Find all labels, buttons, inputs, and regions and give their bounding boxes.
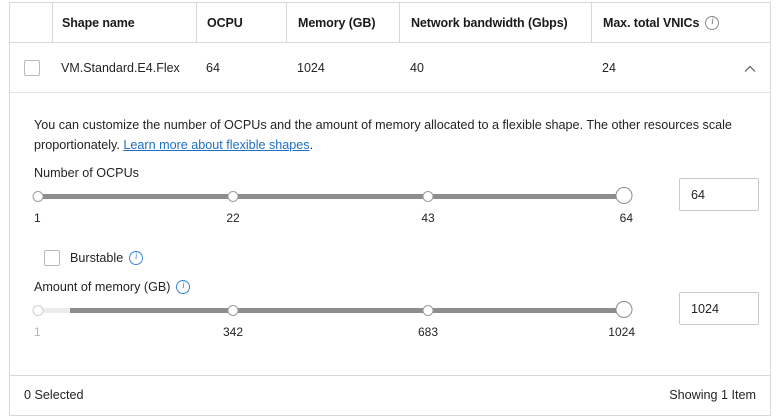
table-row[interactable]: VM.Standard.E4.Flex 64 1024 40 24 xyxy=(10,43,770,93)
memory-slider-track[interactable] xyxy=(34,308,630,313)
row-select-checkbox[interactable] xyxy=(24,60,40,76)
table-header-network-bandwidth-label: Network bandwidth (Gbps) xyxy=(411,16,568,30)
burstable-label: Burstable xyxy=(70,251,124,265)
cell-memory: 1024 xyxy=(297,61,325,75)
memory-slider-thumb[interactable] xyxy=(615,301,633,318)
ocpu-slider-thumb[interactable] xyxy=(615,187,633,204)
flex-shape-detail-panel: You can customize the number of OCPUs an… xyxy=(10,93,770,376)
ocpu-slider-label: Number of OCPUs xyxy=(34,165,750,181)
memory-slider-label-text: Amount of memory (GB) xyxy=(34,280,171,294)
learn-more-link[interactable]: Learn more about flexible shapes xyxy=(123,138,310,152)
memory-slider-track-disabled xyxy=(34,308,70,313)
selected-count-label: 0 Selected xyxy=(24,388,84,402)
ocpu-slider-tick-label-0: 1 xyxy=(34,211,41,225)
table-header-max-total-vnics[interactable]: Max. total VNICs i xyxy=(591,3,772,43)
memory-slider-tick-0 xyxy=(32,305,44,316)
ocpu-slider-tick-0 xyxy=(32,191,44,202)
memory-slider-tick-2 xyxy=(422,305,434,316)
memory-slider-tick-label-0: 1 xyxy=(34,325,41,339)
cell-ocpu: 64 xyxy=(206,61,220,75)
ocpu-slider-tick-2 xyxy=(422,191,434,202)
cell-vnics: 24 xyxy=(602,61,616,75)
showing-count-label: Showing 1 Item xyxy=(669,388,756,402)
burstable-row: Burstable i xyxy=(44,249,144,267)
cell-network: 40 xyxy=(410,61,424,75)
burstable-checkbox[interactable] xyxy=(44,250,60,266)
ocpu-slider-tick-label-3: 64 xyxy=(619,211,633,225)
ocpu-value-input[interactable] xyxy=(679,178,759,211)
table-header-network-bandwidth[interactable]: Network bandwidth (Gbps) xyxy=(399,3,591,43)
ocpu-slider-tick-label-1: 22 xyxy=(226,211,240,225)
cell-shape-name: VM.Standard.E4.Flex xyxy=(61,61,180,75)
info-icon[interactable]: i xyxy=(176,280,191,294)
shape-table-panel: Shape name OCPU Memory (GB) Network band… xyxy=(9,2,771,416)
ocpu-slider-label-text: Number of OCPUs xyxy=(34,166,139,180)
table-header-shape-name[interactable]: Shape name xyxy=(52,3,196,43)
table-header-select-all xyxy=(10,3,52,43)
table-header-ocpu[interactable]: OCPU xyxy=(196,3,286,43)
memory-slider-tick-label-1: 342 xyxy=(222,325,244,339)
chevron-up-icon[interactable] xyxy=(742,61,758,77)
info-icon[interactable]: i xyxy=(129,251,144,265)
ocpu-slider-tick-label-2: 43 xyxy=(421,211,435,225)
memory-slider-tick-label-3: 1024 xyxy=(608,325,635,339)
ocpu-slider-tick-1 xyxy=(227,191,239,202)
ocpu-slider-track[interactable] xyxy=(34,194,630,199)
table-header-memory-label: Memory (GB) xyxy=(298,16,376,30)
flex-shape-description: You can customize the number of OCPUs an… xyxy=(34,115,748,155)
ocpu-slider-group: Number of OCPUs 1 22 43 64 xyxy=(32,165,759,225)
table-header-ocpu-label: OCPU xyxy=(207,16,243,30)
description-text-part1: You can customize the number of OCPUs an… xyxy=(34,118,732,152)
table-header-row: Shape name OCPU Memory (GB) Network band… xyxy=(10,3,770,43)
info-icon[interactable]: i xyxy=(705,16,720,30)
ocpu-slider[interactable]: 1 22 43 64 xyxy=(32,187,638,231)
description-text-part2: . xyxy=(309,138,314,152)
memory-slider-tick-label-2: 683 xyxy=(417,325,439,339)
table-header-max-total-vnics-label: Max. total VNICs xyxy=(603,16,700,30)
memory-value-input[interactable] xyxy=(679,292,759,325)
table-footer: 0 Selected Showing 1 Item xyxy=(10,375,770,415)
memory-slider[interactable]: 1 342 683 1024 xyxy=(32,301,638,345)
table-header-shape-name-label: Shape name xyxy=(62,16,135,30)
memory-slider-label: Amount of memory (GB) i xyxy=(34,279,750,295)
memory-slider-tick-1 xyxy=(227,305,239,316)
table-header-memory[interactable]: Memory (GB) xyxy=(286,3,399,43)
memory-slider-group: Amount of memory (GB) i 1 342 683 1024 xyxy=(32,279,759,339)
